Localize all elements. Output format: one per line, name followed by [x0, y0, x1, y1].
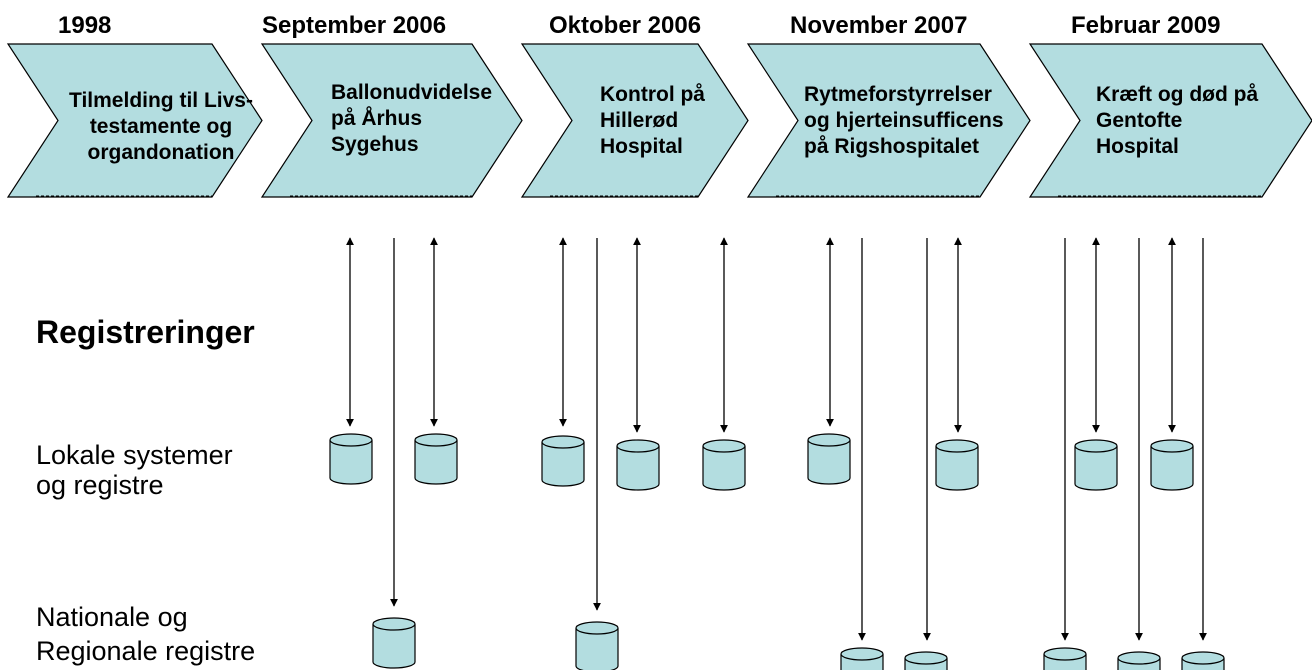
stage-date-1998: 1998 — [58, 12, 112, 39]
timeline-chevron-3 — [520, 43, 749, 198]
local-database-cylinder-icon — [935, 439, 979, 491]
timeline-chevron-2 — [260, 43, 523, 198]
local-database-cylinder-icon — [702, 439, 746, 491]
local-database-cylinder-icon — [1074, 439, 1118, 491]
national-database-cylinder-icon — [840, 647, 884, 670]
timeline-chevron-5 — [1028, 43, 1312, 198]
local-database-cylinder-icon — [616, 439, 660, 491]
national-database-cylinder-icon — [1043, 647, 1087, 670]
local-database-cylinder-icon — [1150, 439, 1194, 491]
stage-text-rytmeforstyrrelser: Rytmeforstyrrelser og hjerteinsufficens … — [804, 83, 1004, 158]
national-database-cylinder-icon — [904, 651, 948, 670]
national-database-cylinder-icon — [1117, 651, 1161, 670]
stage-date-okt-2006: Oktober 2006 — [549, 12, 702, 39]
national-database-cylinder-icon — [575, 621, 619, 670]
local-database-cylinder-icon — [329, 433, 373, 485]
stage-date-feb-2009: Februar 2009 — [1071, 12, 1221, 39]
local-database-cylinder-icon — [414, 433, 458, 485]
local-database-cylinder-icon — [807, 433, 851, 485]
national-database-cylinder-icon — [1181, 651, 1225, 670]
stage-text-ballonudvidelse: Ballonudvidelse på Århus Sygehus — [331, 81, 493, 156]
national-registries-label: Nationale og Regionale registre — [36, 602, 256, 666]
stage-text-kraeft: Kræft og død på Gentofte Hospital — [1096, 83, 1259, 158]
data-flow-arrows — [346, 237, 1207, 641]
stage-text-kontrol: Kontrol på Hillerød Hospital — [600, 83, 705, 158]
timeline-chevron-4 — [746, 43, 1031, 198]
national-database-cylinder-icon — [372, 617, 416, 669]
timeline-chevron-1 — [6, 43, 263, 198]
timeline-chevrons — [6, 43, 1312, 198]
local-database-cylinder-icon — [541, 435, 585, 487]
stage-text-livstestamente: Tilmelding til Livs- testamente og organ… — [69, 89, 253, 164]
stage-date-sep-2006: September 2006 — [262, 12, 447, 39]
record-cylinders — [329, 433, 1225, 670]
stage-date-nov-2007: November 2007 — [790, 12, 968, 39]
registreringer-heading: Registreringer — [36, 314, 255, 350]
local-systems-label: Lokale systemer og registre — [36, 440, 233, 500]
